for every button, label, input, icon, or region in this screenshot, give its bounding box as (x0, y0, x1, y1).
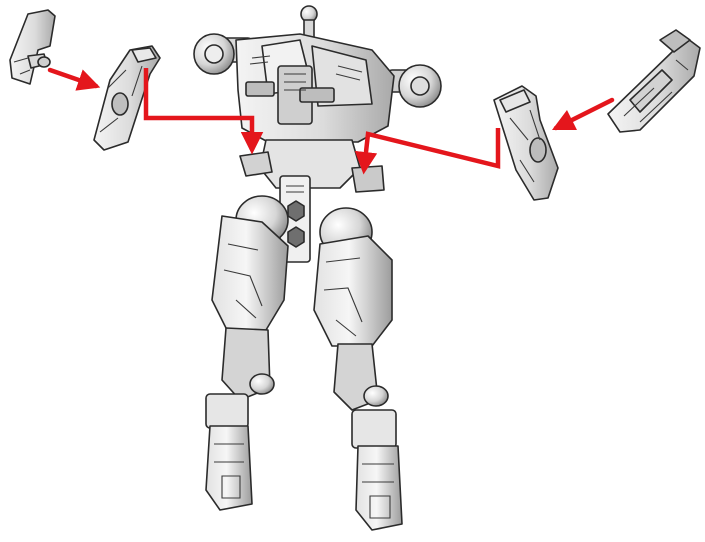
robot-body (193, 5, 442, 531)
right-leg (313, 235, 403, 531)
arrow-left-armor-to-body (143, 68, 264, 155)
head-antenna (300, 5, 318, 39)
right-shoulder-armor-part (493, 85, 559, 201)
crotch-block (279, 175, 311, 263)
arrow-right-clip-to-armor (551, 97, 615, 131)
left-small-clip-part (9, 9, 56, 85)
left-leg (205, 215, 289, 511)
arrow-left-clip-to-armor (47, 67, 101, 91)
left-shoulder-armor-part (93, 45, 161, 151)
right-shoulder-ball (387, 64, 442, 108)
torso (235, 33, 395, 143)
right-small-clip-part (607, 29, 701, 133)
arrow-right-armor-to-body (354, 128, 501, 175)
assembly-arrows (47, 67, 615, 175)
